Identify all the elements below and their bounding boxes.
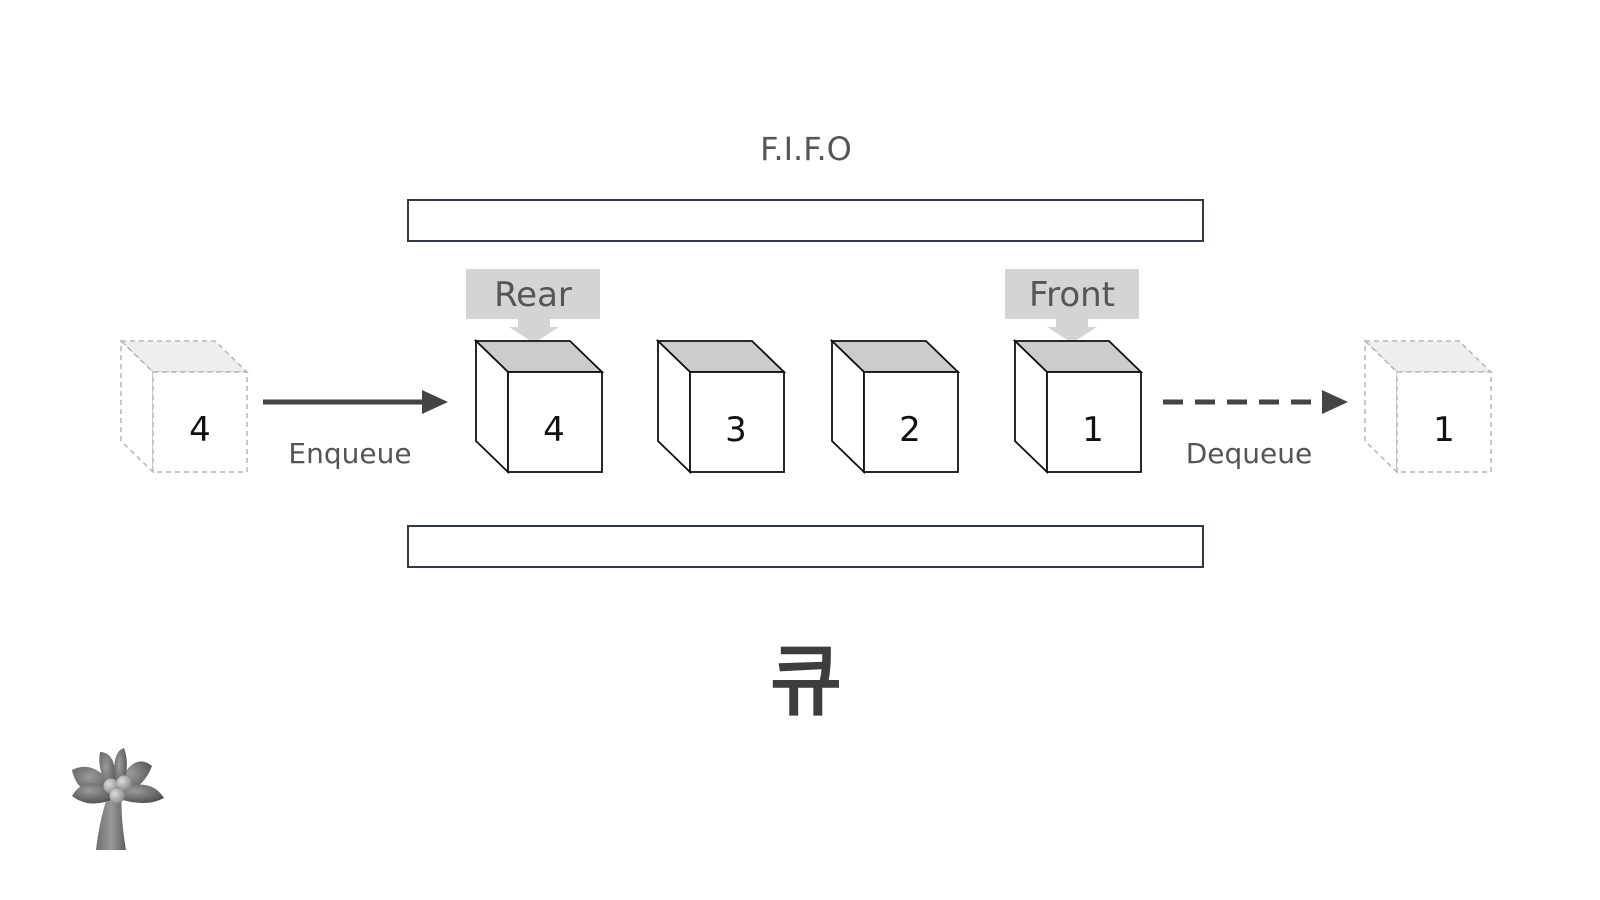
queue-item-value: 2: [899, 410, 921, 450]
rear-pointer-arrow-icon: [509, 319, 559, 343]
queue-item-value: 3: [725, 410, 747, 450]
enqueue-arrow: [263, 390, 448, 414]
queue-top-rail: [407, 199, 1204, 242]
incoming-item-cube: 4: [119, 339, 249, 474]
queue-item-cube: 2: [829, 338, 961, 475]
diagram-title: F.I.F.O: [760, 130, 852, 168]
rear-pointer: Rear: [466, 269, 600, 343]
front-pointer: Front: [1005, 269, 1139, 343]
outgoing-item-cube: 1: [1363, 339, 1493, 474]
dequeue-arrow: [1163, 390, 1348, 414]
front-pointer-label: Front: [1029, 275, 1115, 315]
enqueue-label: Enqueue: [288, 437, 411, 470]
queue-item-cube: 1: [1012, 338, 1144, 475]
dequeue-arrowhead-icon: [1322, 390, 1348, 414]
palm-tree-icon: [72, 748, 164, 850]
front-pointer-box: [1005, 269, 1139, 319]
queue-item-cube: 4: [473, 338, 605, 475]
rear-pointer-box: [466, 269, 600, 319]
queue-item-cube: 3: [655, 338, 787, 475]
dequeue-label: Dequeue: [1186, 437, 1313, 470]
rear-pointer-label: Rear: [494, 275, 572, 315]
front-pointer-arrow-icon: [1047, 319, 1097, 343]
queue-bottom-rail: [407, 525, 1204, 568]
incoming-item-value: 4: [189, 410, 211, 450]
queue-item-value: 4: [543, 410, 565, 450]
outgoing-item-value: 1: [1433, 410, 1455, 450]
queue-item-value: 1: [1082, 410, 1104, 450]
diagram-caption: 큐: [770, 637, 842, 727]
enqueue-arrowhead-icon: [422, 390, 448, 414]
